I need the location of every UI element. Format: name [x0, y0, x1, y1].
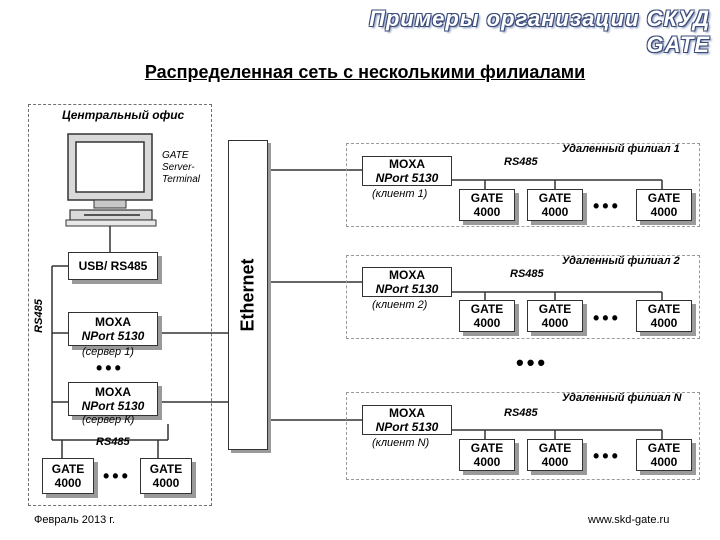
- branch-1-gate-3: GATE 4000: [636, 189, 692, 221]
- branches-dots: •••: [516, 350, 549, 375]
- branch-2-gate-3: GATE 4000: [636, 300, 692, 332]
- branch-n-rs485: RS485: [504, 407, 538, 419]
- moxa-server-k: MOXA NPort 5130: [68, 382, 158, 416]
- server-label: GATE Server-Terminal: [162, 150, 200, 185]
- branch-n-label: Удаленный филиал N: [562, 392, 682, 404]
- branch-n-area: [346, 392, 700, 480]
- branch-1-gate-2: GATE 4000: [527, 189, 583, 221]
- central-rs485-label: RS485: [96, 436, 130, 448]
- branch-1-gate-1: GATE 4000: [459, 189, 515, 221]
- branch-n-gate-2: GATE 4000: [527, 439, 583, 471]
- central-office-area: [28, 104, 212, 506]
- branch-2-gate-1: GATE 4000: [459, 300, 515, 332]
- branch-2-dots: •••: [593, 308, 621, 328]
- rs485-vertical-label: RS485: [32, 299, 45, 333]
- branch-n-gate-3: GATE 4000: [636, 439, 692, 471]
- moxa-server-1: MOXA NPort 5130: [68, 312, 158, 346]
- branch-1-area: [346, 143, 700, 227]
- branch-2-label: Удаленный филиал 2: [562, 255, 680, 267]
- usb-rs485-converter: USB/ RS485: [68, 252, 158, 280]
- branch-1-client: (клиент 1): [372, 188, 428, 200]
- footer-date: Февраль 2013 г.: [34, 514, 116, 526]
- central-gate-1: GATE 4000: [42, 458, 94, 494]
- branch-1-label: Удаленный филиал 1: [562, 143, 680, 155]
- moxa-server-1-role: (сервер 1): [82, 346, 134, 358]
- central-dots: •••: [96, 358, 124, 378]
- page-subtitle: Распределенная сеть с несколькими филиал…: [144, 62, 586, 82]
- branch-2-client: (клиент 2): [372, 299, 428, 311]
- branch-1-moxa: MOXA NPort 5130: [362, 156, 452, 186]
- branch-2-rs485: RS485: [510, 268, 544, 280]
- branch-2-gate-2: GATE 4000: [527, 300, 583, 332]
- moxa-server-k-role: (сервер К): [82, 414, 135, 426]
- branch-n-client: (клиент N): [372, 437, 430, 449]
- ethernet-backbone: Ethernet: [228, 140, 268, 450]
- server-computer-icon: [64, 132, 158, 228]
- footer-url[interactable]: www.skd-gate.ru: [588, 514, 670, 526]
- page-title: Примеры организации СКУД GATE: [369, 6, 710, 57]
- central-gate-2: GATE 4000: [140, 458, 192, 494]
- branch-n-moxa: MOXA NPort 5130: [362, 405, 452, 435]
- branch-2-moxa: MOXA NPort 5130: [362, 267, 452, 297]
- branch-1-rs485: RS485: [504, 156, 538, 168]
- branch-2-area: [346, 255, 700, 339]
- central-office-label: Центральный офис: [62, 108, 185, 122]
- branch-n-gate-1: GATE 4000: [459, 439, 515, 471]
- branch-n-dots: •••: [593, 446, 621, 466]
- central-gates-dots: •••: [103, 466, 131, 486]
- branch-1-dots: •••: [593, 196, 621, 216]
